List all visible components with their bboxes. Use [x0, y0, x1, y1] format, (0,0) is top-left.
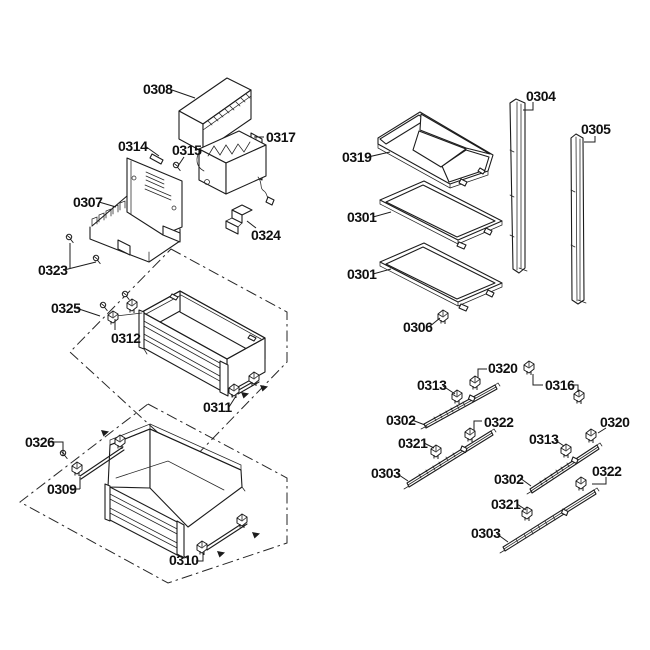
- part-label-0326: 0326: [25, 434, 55, 450]
- clip-0306-drawing: [437, 309, 449, 325]
- part-label-0322-a: 0322: [484, 414, 514, 430]
- leader-lines: [50, 89, 607, 562]
- part-label-0310: 0310: [169, 552, 199, 568]
- part-label-0303-a: 0303: [371, 465, 401, 481]
- part-label-0304: 0304: [526, 88, 556, 104]
- part-label-0301-b: 0301: [347, 266, 377, 282]
- side-rail-0304-drawing: [509, 98, 528, 274]
- part-label-0321-a: 0321: [398, 435, 428, 451]
- part-label-0322-b: 0322: [592, 463, 622, 479]
- icemaker-housing-drawing: [178, 77, 252, 153]
- part-label-0307: 0307: [73, 194, 103, 210]
- rail-0309-drawing: [59, 430, 126, 489]
- part-label-0302-a: 0302: [386, 412, 416, 428]
- part-label-0313-a: 0313: [417, 377, 447, 393]
- clips-0312-drawing: [99, 290, 143, 326]
- part-label-0309: 0309: [47, 481, 77, 497]
- part-label-0321-b: 0321: [491, 496, 521, 512]
- slide-rail-0302-first-drawing: [420, 382, 501, 430]
- slide-rail-0302-second-drawing: [526, 442, 603, 495]
- shelf-0319-drawing: [377, 111, 494, 189]
- pin-0314-drawing: [149, 153, 164, 165]
- part-label-0324: 0324: [251, 227, 281, 243]
- shelf-0301-upper-drawing: [379, 180, 503, 250]
- part-label-0312: 0312: [111, 330, 141, 346]
- part-label-0301-a: 0301: [347, 209, 377, 225]
- step-bracket-0324-drawing: [225, 204, 253, 235]
- part-label-0317: 0317: [266, 129, 296, 145]
- lower-basket-drawing: [104, 423, 246, 560]
- mounting-bracket-drawing: [89, 157, 183, 263]
- assembly-region-0326-outline: [19, 403, 288, 584]
- part-label-0311: 0311: [203, 399, 232, 415]
- part-label-0306: 0306: [403, 319, 433, 335]
- slide-rail-0303-first-drawing: [403, 428, 497, 490]
- rail-0311-drawing: [228, 371, 268, 399]
- rail-0310-drawing: [196, 513, 260, 558]
- slide-rail-0303-second-drawing: [499, 487, 600, 554]
- part-label-0313-b: 0313: [529, 431, 559, 447]
- assembly-region-0325-outline: [69, 248, 288, 463]
- part-label-0315: 0315: [172, 142, 202, 158]
- part-label-0320-a: 0320: [488, 360, 518, 376]
- part-label-0323: 0323: [38, 262, 68, 278]
- screws-0323-drawing: [65, 233, 101, 268]
- part-label-0305: 0305: [581, 121, 611, 137]
- part-label-0325: 0325: [51, 300, 81, 316]
- part-label-0303-b: 0303: [471, 525, 501, 541]
- part-label-0314: 0314: [118, 138, 148, 154]
- part-label-0302-b: 0302: [494, 471, 524, 487]
- part-label-0320-b: 0320: [600, 414, 630, 430]
- part-labels: 0308 0317 0314 0315 0307 0324 0323 0325 …: [25, 81, 631, 568]
- side-rail-0305-drawing: [570, 133, 587, 305]
- part-label-0308: 0308: [143, 81, 173, 97]
- part-label-0319: 0319: [342, 149, 372, 165]
- middle-basket-drawing: [138, 290, 266, 398]
- part-label-0316: 0316: [545, 377, 575, 393]
- shelf-0301-lower-drawing: [379, 242, 503, 312]
